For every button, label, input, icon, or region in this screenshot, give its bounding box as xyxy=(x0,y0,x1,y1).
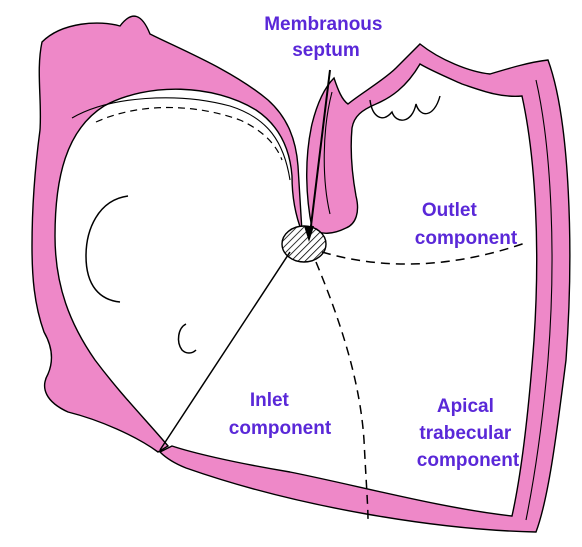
dashed-contour xyxy=(96,108,282,161)
atrial-wall xyxy=(32,16,302,452)
label-inlet-line2: component xyxy=(229,418,332,439)
label-membranous-septum: Membranous septum xyxy=(264,14,388,61)
label-apical-trabecular-component: Apical trabecular component xyxy=(417,396,520,471)
label-inlet-component: Inlet component xyxy=(229,390,332,439)
membranous-septum-patch xyxy=(282,226,326,262)
leaflet-left xyxy=(86,196,128,302)
label-membranous-line1: Membranous xyxy=(264,14,382,35)
label-membranous-line2: septum xyxy=(292,40,360,61)
label-apical-line1: Apical xyxy=(437,396,494,417)
label-apical-line3: component xyxy=(417,450,520,471)
label-outlet-line2: component xyxy=(415,228,518,249)
label-outlet-component: Outlet component xyxy=(415,200,518,249)
label-apical-line2: trabecular xyxy=(419,423,511,444)
leaflet-small xyxy=(179,324,196,353)
label-outlet-line1: Outlet xyxy=(422,200,478,221)
label-inlet-line1: Inlet xyxy=(250,390,290,411)
